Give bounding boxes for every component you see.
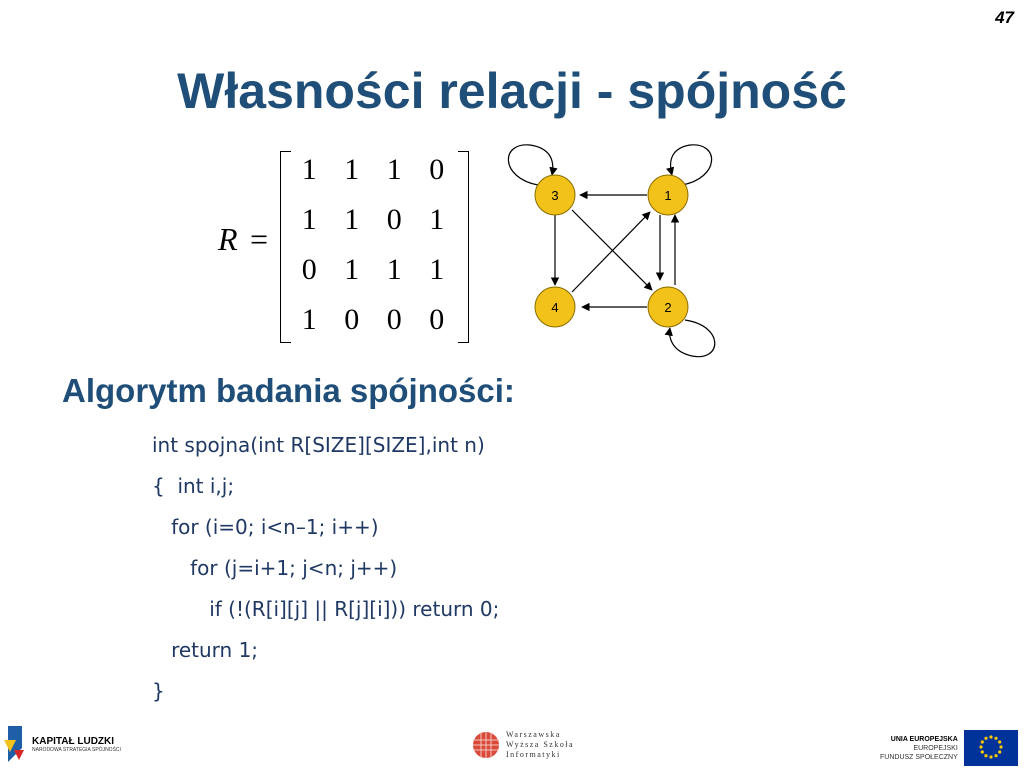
eu-fund-line: FUNDUSZ SPOŁECZNY: [880, 753, 958, 761]
matrix-cell: 0: [344, 303, 360, 336]
matrix-cell: 0: [386, 203, 402, 236]
node-2: 2: [647, 286, 689, 328]
node-label: 3: [551, 188, 558, 203]
code-line: for (j=i+1; j<n; j++): [152, 556, 398, 580]
loop-2: [664, 319, 716, 358]
matrix-label: R: [218, 221, 238, 257]
eu-fund-line: EUROPEJSKI: [913, 744, 958, 752]
section-heading: Algorytm badania spójności:: [62, 372, 515, 409]
code-line: int spojna(int R[SIZE][SIZE],int n): [152, 433, 485, 457]
kapital-ludzki-subtitle: NARODOWA STRATEGIA SPÓJNOŚCI: [32, 746, 121, 753]
matrix-grid: 1 1 1 0 1 1 0 1 0 1 1 1 1 0 0 0: [288, 145, 458, 345]
loop-3: [507, 144, 558, 186]
edge-3-2: [571, 209, 653, 291]
node-1: 1: [647, 174, 689, 216]
matrix-cell: 0: [386, 303, 402, 336]
matrix-cell: 1: [386, 253, 402, 286]
code-line: { int i,j;: [152, 474, 235, 498]
code-block: int spojna(int R[SIZE][SIZE],int n) { in…: [152, 425, 499, 712]
wwsi-icon: [473, 732, 499, 758]
matrix-cell: 1: [429, 253, 445, 286]
node-label: 1: [664, 188, 671, 203]
matrix-cell: 0: [429, 303, 445, 336]
footer: KAPITAŁ LUDZKI NARODOWA STRATEGIA SPÓJNO…: [0, 720, 1024, 768]
code-line: return 1;: [152, 638, 259, 662]
matrix-cell: 1: [301, 153, 317, 186]
matrix-cell: 1: [344, 203, 360, 236]
matrix-cell: 1: [344, 253, 360, 286]
wwsi-logo: Warszawska Wyższa Szkoła Informatyki: [472, 730, 574, 760]
node-label: 2: [664, 300, 671, 315]
node-label: 4: [551, 300, 558, 315]
edge-4-1: [571, 211, 651, 293]
wwsi-line: Informatyki: [506, 750, 561, 759]
matrix-cell: 1: [301, 203, 317, 236]
kapital-ludzki-icon: [4, 726, 24, 762]
matrix-cell: 0: [429, 153, 445, 186]
wwsi-line: Wyższa Szkoła: [506, 740, 575, 749]
slide-title: Własności relacji - spójność: [177, 63, 847, 119]
left-bracket: [280, 151, 291, 343]
equals-sign: =: [250, 221, 269, 257]
matrix-cell: 0: [301, 253, 317, 286]
node-4: 4: [534, 286, 576, 328]
matrix-cell: 1: [344, 153, 360, 186]
kapital-ludzki-logo: KAPITAŁ LUDZKI NARODOWA STRATEGIA SPÓJNO…: [4, 726, 121, 762]
relation-graph: 3 1 4 2: [507, 144, 716, 358]
code-line: if (!(R[i][j] || R[j][i])) return 0;: [152, 597, 500, 621]
eu-logo: UNIA EUROPEJSKA EUROPEJSKI FUNDUSZ SPOŁE…: [880, 730, 1018, 766]
kapital-ludzki-name: KAPITAŁ LUDZKI: [32, 735, 115, 747]
wwsi-line: Warszawska: [506, 730, 561, 739]
matrix-cell: 1: [301, 303, 317, 336]
code-line: for (i=0; i<n–1; i++): [152, 515, 379, 539]
eu-flag-icon: [963, 730, 1018, 766]
code-line: }: [152, 679, 165, 703]
node-3: 3: [534, 174, 576, 216]
right-bracket: [458, 151, 469, 343]
loop-1: [665, 144, 713, 186]
eu-name: UNIA EUROPEJSKA: [890, 735, 958, 743]
matrix-cell: 1: [429, 203, 445, 236]
page-number: 47: [995, 8, 1014, 27]
matrix-cell: 1: [386, 153, 402, 186]
relation-matrix: R = 1 1 1 0 1 1 0 1 0 1 1 1 1 0 0 0: [210, 145, 480, 345]
